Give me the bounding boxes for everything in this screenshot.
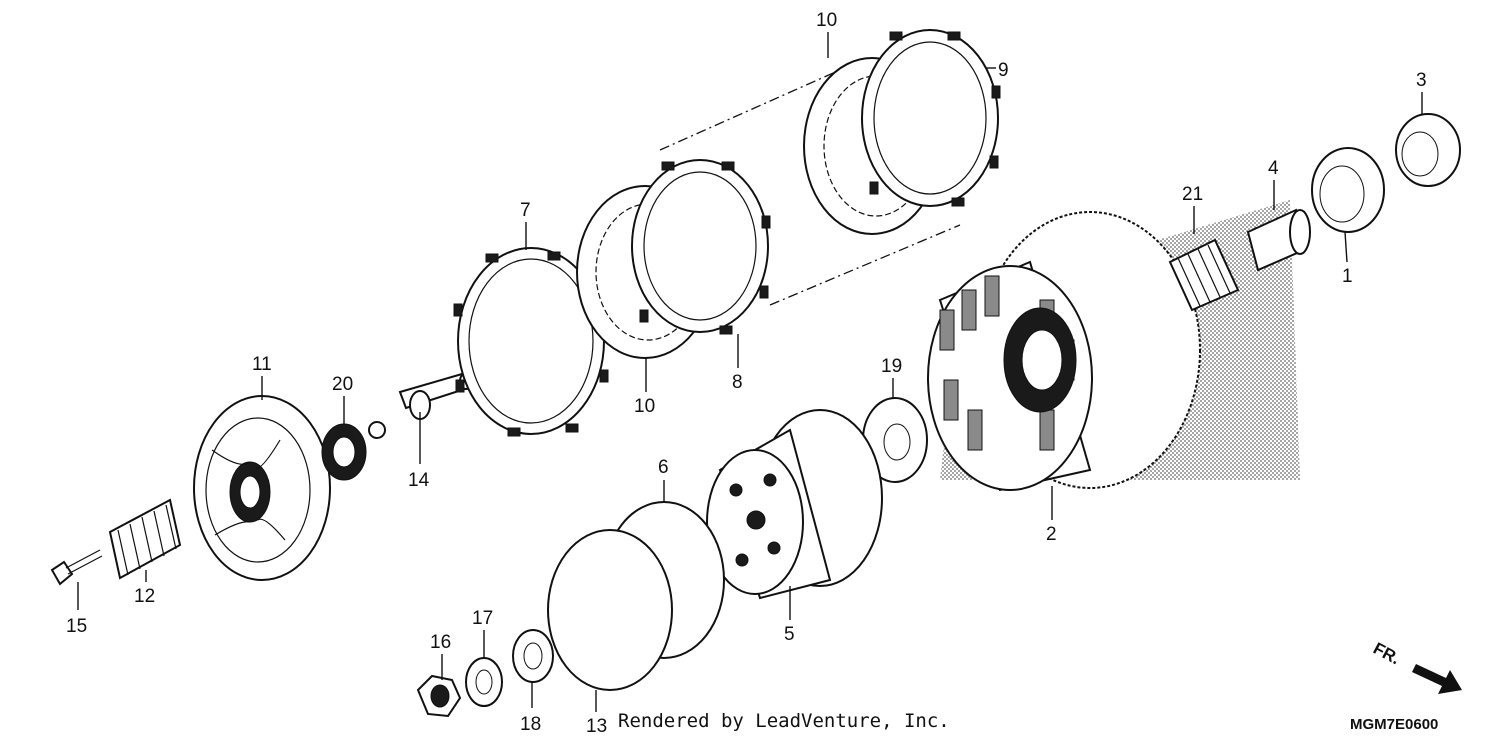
callout-13[interactable]: 13 xyxy=(586,716,607,737)
part-8-friction-disc[interactable] xyxy=(631,159,771,335)
callout-10-lower[interactable]: 10 xyxy=(634,396,655,417)
callout-19[interactable]: 19 xyxy=(881,356,902,377)
callout-6[interactable]: 6 xyxy=(658,457,669,478)
part-16-lock-nut[interactable] xyxy=(416,674,462,718)
part-9-friction-disc[interactable] xyxy=(861,29,1001,207)
part-17-washer[interactable] xyxy=(465,657,503,707)
part-3-guide[interactable] xyxy=(1395,113,1461,187)
part-5-clutch-center[interactable] xyxy=(706,409,883,600)
front-direction-label: FR. xyxy=(1370,639,1403,669)
part-12-spring[interactable] xyxy=(108,498,182,580)
callout-10-upper[interactable]: 10 xyxy=(816,10,837,31)
part-7-friction-disc[interactable] xyxy=(453,247,609,437)
callout-5[interactable]: 5 xyxy=(784,624,795,645)
callouts: 1 2 3 4 5 6 7 8 9 10 10 11 12 13 14 15 1… xyxy=(66,10,1427,737)
part-15-bolt[interactable] xyxy=(50,549,103,586)
callout-16[interactable]: 16 xyxy=(430,632,451,653)
callout-1[interactable]: 1 xyxy=(1342,266,1353,287)
part-13-wire-ring[interactable] xyxy=(547,529,673,691)
callout-17[interactable]: 17 xyxy=(472,608,493,629)
alignment-line-lower xyxy=(769,224,961,306)
part-18-washer[interactable] xyxy=(512,629,554,683)
callout-11[interactable]: 11 xyxy=(252,354,272,375)
part-19-thrust-washer[interactable] xyxy=(862,397,928,483)
callout-12[interactable]: 12 xyxy=(134,586,155,607)
callout-20[interactable]: 20 xyxy=(332,374,353,395)
callout-21[interactable]: 21 xyxy=(1182,184,1203,205)
callout-15[interactable]: 15 xyxy=(66,616,87,637)
callout-3[interactable]: 3 xyxy=(1416,70,1427,91)
alignment-line-upper xyxy=(659,69,841,151)
callout-18[interactable]: 18 xyxy=(520,714,541,735)
part-11-pressure-plate[interactable] xyxy=(193,395,331,581)
callout-8[interactable]: 8 xyxy=(732,372,743,393)
front-direction-arrow: FR. xyxy=(1370,639,1462,694)
callout-7[interactable]: 7 xyxy=(520,200,531,221)
part-4-collar[interactable] xyxy=(1246,208,1311,272)
callout-2[interactable]: 2 xyxy=(1046,524,1057,545)
part-21-needle-bearing[interactable] xyxy=(1168,238,1240,312)
callout-14[interactable]: 14 xyxy=(408,470,430,491)
callout-9[interactable]: 9 xyxy=(998,60,1009,81)
part-1-bushing[interactable] xyxy=(1311,147,1385,233)
part-2-outer-clutch-housing[interactable] xyxy=(927,211,1201,492)
part-20-bearing[interactable] xyxy=(321,423,367,481)
render-credit: Rendered by LeadVenture, Inc. xyxy=(618,710,950,732)
leader-lines xyxy=(77,32,1423,712)
callout-4[interactable]: 4 xyxy=(1268,158,1279,179)
diagram-code: MGM7E0600 xyxy=(1350,716,1439,733)
